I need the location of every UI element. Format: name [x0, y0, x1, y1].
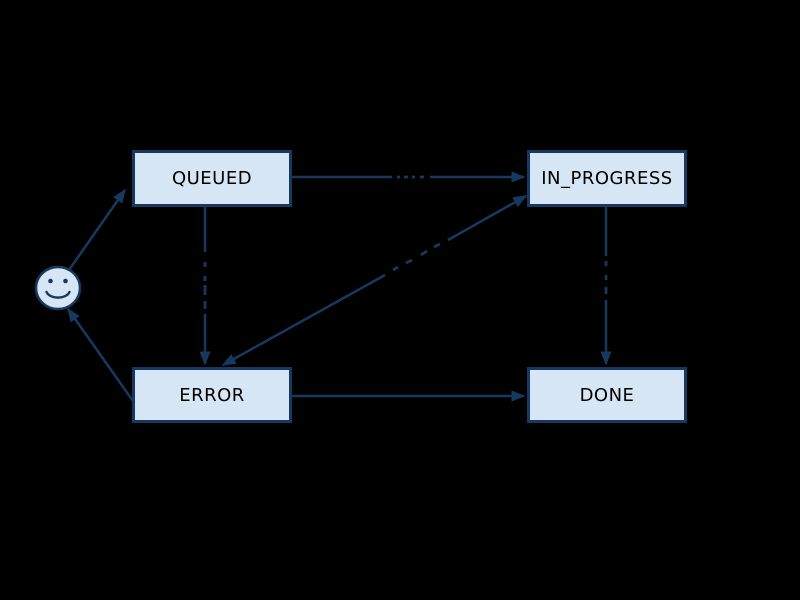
state-node-done: DONE: [527, 367, 687, 423]
state-node-queued: QUEUED: [132, 150, 292, 207]
smiley-face-icon: [34, 265, 82, 311]
edge-in-progress-error-diagonal: [221, 194, 528, 367]
state-node-in-progress: IN_PROGRESS: [527, 150, 687, 207]
edge-start-to-queued: [67, 188, 127, 271]
state-node-error: ERROR: [132, 367, 292, 423]
state-label-queued: QUEUED: [171, 168, 253, 189]
edge-error-to-start: [66, 307, 135, 402]
state-label-done: DONE: [579, 384, 635, 406]
state-label-error: ERROR: [179, 384, 245, 406]
state-label-in-progress: IN_PROGRESS: [541, 168, 673, 189]
